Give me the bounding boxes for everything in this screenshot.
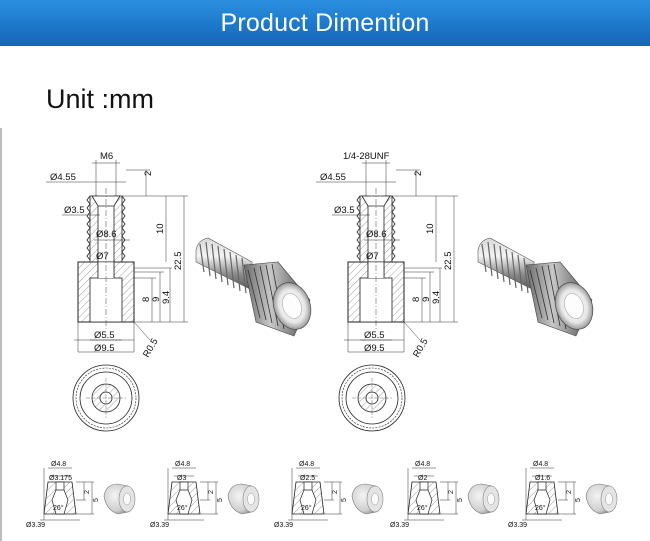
- fitting-2-d-mid: Ø7: [366, 251, 379, 262]
- fitting-2-d-collar: Ø8.6: [366, 229, 387, 240]
- ferrule-4-top: Ø4.8: [415, 461, 430, 468]
- fitting-2-thread: 1/4-28UNF: [343, 151, 390, 162]
- ferrule-1-top: Ø4.8: [51, 461, 66, 468]
- fitting-2-d-outer-top: Ø4.55: [320, 172, 346, 183]
- ferrule-5-h2: 5: [575, 498, 582, 502]
- fitting-1-v-total: 22.5: [173, 252, 184, 271]
- ferrule-3-angle: 26°: [301, 504, 312, 512]
- ferrule-4-angle: 26°: [417, 504, 428, 512]
- fitting-1-d-outer-top: Ø4.55: [50, 172, 76, 183]
- fitting-1-thread: M6: [100, 151, 113, 162]
- ferrule-4-h2: 5: [457, 498, 464, 502]
- ferrule-1-h1: 2: [84, 490, 91, 494]
- fitting-2-v-total: 22.5: [443, 252, 454, 271]
- ferrule-3-h2: 5: [341, 498, 348, 502]
- fitting-2-section: [315, 159, 459, 353]
- ferrule-5-bore: Ø1.6: [535, 475, 550, 482]
- fitting-2-top-view: [338, 364, 406, 432]
- fitting-2-radius: R0.5: [411, 337, 431, 360]
- fitting-1-d-inner-base: Ø5.5: [94, 330, 115, 341]
- ferrule-3-top: Ø4.8: [299, 461, 314, 468]
- ferrule-2-h2: 5: [217, 498, 224, 502]
- ferrule-3-base: Ø3.39: [274, 522, 293, 529]
- fitting-1-v-thread: 10: [155, 223, 166, 234]
- ferrule-2-top: Ø4.8: [175, 461, 190, 468]
- fitting-2-d-inner-base: Ø5.5: [364, 330, 385, 341]
- fitting-2-top-gap: 2: [413, 171, 424, 176]
- fitting-2-v-base1: 8: [411, 297, 422, 302]
- ferrule-2-h1: 2: [208, 490, 215, 494]
- ferrule-3-h1: 2: [332, 490, 339, 494]
- fitting-1-section: [45, 159, 189, 353]
- ferrule-5-top: Ø4.8: [533, 461, 548, 468]
- ferrule-5-base: Ø3.39: [508, 522, 527, 529]
- ferrule-5-h1: 2: [566, 490, 573, 494]
- ferrule-2-bore: Ø3: [177, 475, 186, 482]
- ferrule-1: Ø4.8 Ø3.175 26° Ø3.39 2 5: [26, 461, 136, 529]
- ferrule-1-h2: 5: [93, 498, 100, 502]
- fitting-1-d-mid: Ø7: [96, 251, 109, 262]
- page-title: Product Dimention: [220, 8, 430, 37]
- fitting-1-d-bore: Ø3.5: [64, 205, 85, 216]
- ferrule-1-base: Ø3.39: [26, 522, 45, 529]
- fitting-2-v-thread: 10: [425, 223, 436, 234]
- fitting-2-v-base2: 9: [421, 297, 432, 302]
- ferrule-5-angle: 26°: [535, 504, 546, 512]
- fitting-1-top-gap: 2: [143, 171, 154, 176]
- fitting-1-render: [195, 237, 318, 337]
- ferrule-2-base: Ø3.39: [150, 522, 169, 529]
- ferrule-5: Ø4.8 Ø1.6 26° Ø3.39 2 5: [508, 461, 618, 529]
- ferrule-3: Ø4.8 Ø2.5 26° Ø3.39 2 5: [274, 461, 384, 529]
- ferrule-4-bore: Ø2: [418, 475, 427, 482]
- fitting-1-top-view: [72, 364, 140, 432]
- ferrule-4: Ø4.8 Ø2 26° Ø3.39 2 5: [390, 461, 500, 529]
- fitting-2-v-base3: 9.4: [431, 291, 442, 304]
- fitting-1-radius: R0.5: [141, 337, 161, 360]
- fitting-1-d-collar: Ø8.6: [96, 229, 117, 240]
- ferrule-2: Ø4.8 Ø3 26° Ø3.39 2 5: [150, 461, 260, 529]
- fitting-1-v-base1: 8: [141, 297, 152, 302]
- fitting-1-v-base2: 9: [151, 297, 162, 302]
- unit-label: Unit :mm: [46, 84, 154, 114]
- ferrule-4-h1: 2: [448, 490, 455, 494]
- ferrule-3-bore: Ø2.5: [300, 475, 315, 482]
- ferrule-4-base: Ø3.39: [390, 522, 409, 529]
- fitting-2-render: [477, 237, 600, 337]
- ferrule-1-bore: Ø3.175: [49, 475, 72, 482]
- fitting-2-d-bore: Ø3.5: [334, 205, 355, 216]
- left-rule: [0, 128, 2, 541]
- fitting-1-v-base3: 9.4: [161, 291, 172, 304]
- fitting-2-d-base: Ø9.5: [364, 343, 385, 354]
- ferrule-1-angle: 26°: [53, 504, 64, 512]
- ferrule-2-angle: 26°: [177, 504, 188, 512]
- header-banner: Product Dimention: [0, 0, 650, 46]
- fitting-1-labels: M6 Ø4.55 Ø3.5 Ø8.6 Ø7 Ø5.5 Ø9.5 2 10 22.…: [50, 151, 184, 360]
- fitting-1-d-base: Ø9.5: [94, 343, 115, 354]
